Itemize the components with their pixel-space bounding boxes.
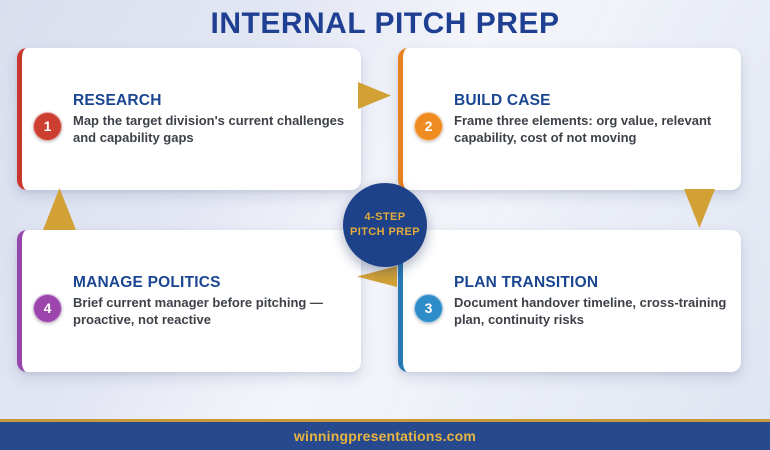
- step-description: Frame three elements: org value, relevan…: [454, 112, 712, 145]
- step-description: Brief current manager before pitching — …: [73, 294, 323, 327]
- step-heading: RESEARCH: [73, 91, 162, 109]
- step-description: Document handover timeline, cross-traini…: [454, 294, 727, 327]
- step-number-badge: 4: [33, 293, 62, 323]
- step-card-build-case: 2 BUILD CASE Frame three elements: org v…: [398, 48, 741, 190]
- step-card-manage-politics: 4 MANAGE POLITICS Brief current manager …: [17, 230, 361, 372]
- step-number-badge: 1: [33, 111, 62, 141]
- step-text-block: PLAN TRANSITION Document handover timeli…: [454, 274, 727, 328]
- step-heading: PLAN TRANSITION: [454, 273, 599, 291]
- arrow-right-icon: [358, 82, 391, 109]
- step-heading: BUILD CASE: [454, 91, 551, 109]
- center-badge-line2: PITCH PREP: [349, 226, 420, 238]
- page-title: INTERNAL PITCH PREP: [210, 7, 560, 40]
- step-text-block: MANAGE POLITICS Brief current manager be…: [73, 274, 347, 328]
- step-card-plan-transition: 3 PLAN TRANSITION Document handover time…: [398, 230, 741, 372]
- step-text-block: RESEARCH Map the target division's curre…: [73, 92, 347, 146]
- step-description: Map the target division's current challe…: [73, 112, 345, 145]
- step-number-badge: 3: [414, 293, 443, 323]
- arrow-left-icon: [357, 266, 397, 287]
- footer-accent-line: [0, 419, 770, 422]
- center-badge-line1: 4-STEP: [364, 210, 406, 223]
- arrow-down-icon: [684, 189, 715, 228]
- footer-bar: winningpresentations.com: [0, 422, 770, 450]
- step-text-block: BUILD CASE Frame three elements: org val…: [454, 92, 727, 146]
- step-card-research: 1 RESEARCH Map the target division's cur…: [17, 48, 361, 190]
- step-heading: MANAGE POLITICS: [73, 273, 221, 291]
- center-badge: 4-STEP PITCH PREP: [343, 183, 427, 267]
- step-number-badge: 2: [414, 111, 443, 141]
- website-text: winningpresentations.com: [293, 428, 477, 444]
- arrow-up-icon: [43, 188, 76, 230]
